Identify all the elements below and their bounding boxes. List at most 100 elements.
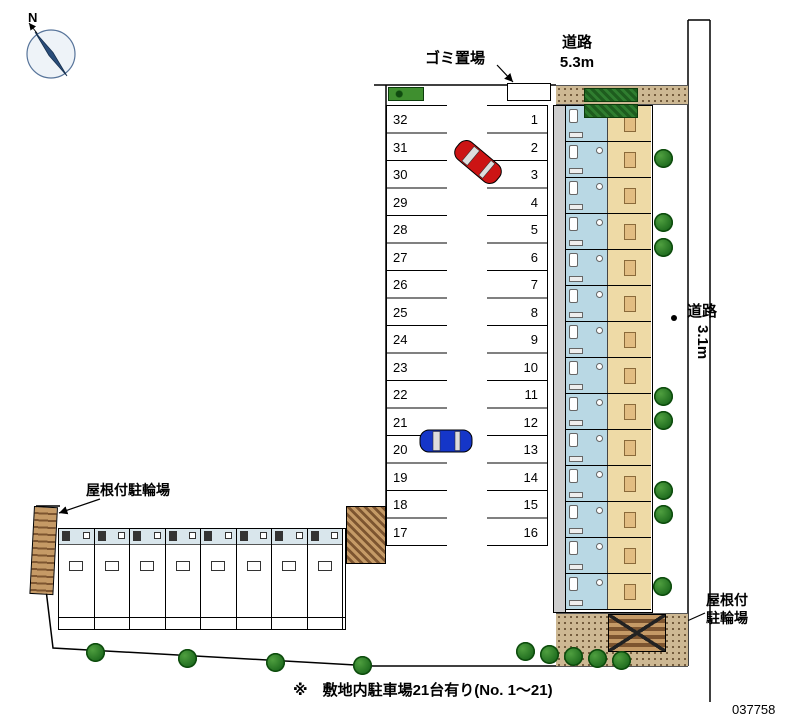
site-note: ※ 敷地内駐車場21台有り(No. 1〜21)	[293, 682, 553, 699]
rear-window	[454, 431, 461, 451]
kitchen-icon	[569, 132, 583, 138]
parking-stall-number-9: 9	[530, 332, 538, 347]
parking-stall-number-25: 25	[393, 304, 408, 320]
parking-stall-number-30: 30	[393, 167, 408, 182]
unit-bathroom	[201, 529, 236, 545]
toilet-icon	[596, 219, 603, 226]
apartment-unit	[566, 574, 651, 610]
unit-room	[608, 466, 651, 501]
apartment-unit	[201, 529, 237, 629]
apartment-unit	[566, 394, 651, 430]
building-corridor	[554, 106, 566, 612]
table-icon	[175, 561, 190, 571]
toilet-icon	[153, 532, 161, 539]
tree-icon	[654, 387, 673, 406]
unit-bathroom	[307, 529, 342, 545]
table-icon	[623, 547, 636, 564]
toilet-icon	[224, 532, 232, 539]
bath-fixture-icon	[239, 531, 248, 541]
covered-bicycle-parking-left	[29, 506, 58, 596]
toilet-icon	[82, 532, 90, 539]
apartment-building-bottom	[58, 528, 346, 630]
table-icon	[623, 403, 636, 420]
unit-bathroom	[566, 502, 608, 537]
parking-stall-number-15: 15	[523, 497, 538, 512]
bathtub-icon	[569, 433, 578, 447]
bathtub-icon	[569, 253, 578, 267]
parking-stall-number-17: 17	[393, 524, 408, 540]
road-right-width: 3.1m	[693, 324, 711, 359]
unit-bathroom	[272, 529, 307, 545]
toilet-icon	[596, 543, 603, 550]
apartment-unit	[566, 466, 651, 502]
toilet-icon	[260, 532, 267, 539]
parking-stall-number-12: 12	[523, 414, 538, 430]
parking-stall-number-31: 31	[393, 139, 408, 155]
bathtub-icon	[569, 181, 578, 195]
table-icon	[623, 223, 636, 240]
bath-fixture-icon	[275, 531, 283, 541]
parking-stall-number-20: 20	[393, 442, 408, 457]
toilet-icon	[295, 532, 303, 539]
bike-parking-right-label: 屋根付 駐輪場	[706, 591, 748, 627]
kitchen-icon	[569, 276, 583, 282]
apartment-unit	[272, 529, 308, 629]
apartment-unit	[566, 178, 651, 214]
table-icon	[69, 561, 84, 571]
bike-parking-right-line2: 駐輪場	[706, 610, 748, 627]
garbage-station-label: ゴミ置場	[425, 50, 486, 67]
bath-fixture-icon	[97, 531, 106, 541]
toilet-icon	[596, 291, 603, 298]
parking-stall-number-18: 18	[393, 497, 408, 512]
apartment-unit	[566, 214, 651, 250]
tree-icon	[654, 149, 673, 168]
bathtub-icon	[569, 109, 578, 123]
windshield	[432, 431, 441, 451]
unit-room	[608, 250, 651, 285]
kitchen-icon	[569, 456, 583, 462]
hedge-top-2	[584, 104, 638, 118]
bathtub-icon	[569, 577, 578, 591]
bathtub-icon	[569, 361, 578, 375]
parking-stall-number-10: 10	[523, 359, 538, 375]
toilet-icon	[596, 471, 603, 478]
toilet-icon	[189, 532, 196, 539]
unit-bathroom	[566, 250, 608, 285]
apartment-unit	[566, 358, 651, 394]
table-icon	[623, 367, 636, 384]
kitchen-icon	[569, 420, 583, 426]
parking-stall-number-27: 27	[393, 249, 408, 265]
parking-stall-number-7: 7	[530, 277, 538, 292]
unit-room	[608, 394, 651, 429]
toilet-icon	[596, 255, 603, 262]
tree-icon	[654, 411, 673, 430]
apartment-building-right	[553, 105, 653, 613]
bath-fixture-icon	[62, 531, 70, 541]
parking-stall-number-28: 28	[393, 222, 408, 237]
kitchen-icon	[569, 240, 583, 246]
bathtub-icon	[569, 541, 578, 555]
unit-bathroom	[236, 529, 271, 545]
parking-stall-number-2: 2	[530, 139, 538, 155]
unit-room	[608, 358, 651, 393]
parking-stall-number-29: 29	[393, 194, 408, 210]
blue-car	[419, 429, 473, 453]
toilet-icon	[331, 532, 338, 539]
parking-stall-number-21: 21	[393, 414, 408, 430]
tree-icon	[654, 505, 673, 524]
unit-bathroom	[566, 178, 608, 213]
apartment-unit	[59, 529, 95, 629]
toilet-icon	[596, 363, 603, 370]
kitchen-icon	[569, 528, 583, 534]
apartment-unit	[130, 529, 166, 629]
unit-bathroom	[566, 322, 608, 357]
unit-bathroom	[566, 430, 608, 465]
table-icon	[246, 561, 261, 571]
tree-icon	[588, 649, 607, 668]
unit-room	[608, 214, 651, 249]
apartment-unit	[566, 322, 651, 358]
unit-bathroom	[566, 286, 608, 321]
toilet-icon	[596, 435, 603, 442]
road-top-name: 道路	[561, 34, 592, 51]
